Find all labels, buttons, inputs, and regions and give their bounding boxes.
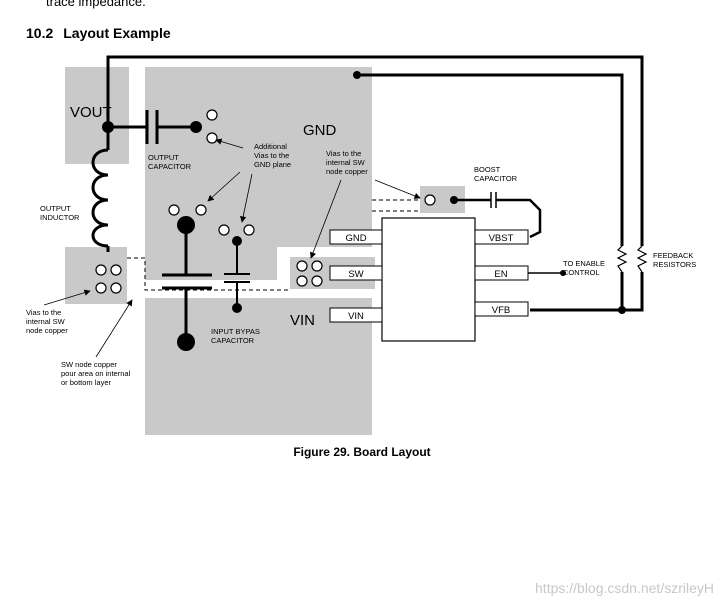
sw-pin-via-4	[311, 275, 323, 287]
output-capacitor-label: OUTPUT CAPACITOR	[148, 153, 192, 171]
boost-trace-2	[496, 198, 542, 239]
boost-capacitor-label: BOOST CAPACITOR	[474, 165, 518, 183]
pin-label-sw: SW	[348, 269, 363, 280]
gnd-via-3	[168, 204, 180, 216]
en-node	[560, 270, 566, 276]
gnd-via-6	[243, 224, 255, 236]
pin-sw	[329, 265, 383, 281]
arrow-additional-vias-1	[215, 138, 244, 149]
gnd-via-5	[218, 224, 230, 236]
vias-internal-sw-top-label: Vias to the internal SW node copper	[326, 149, 368, 176]
output-inductor-coil	[91, 148, 109, 248]
output-cap-gnd-node	[190, 121, 202, 133]
boost-via	[424, 194, 436, 206]
pin-label-vin: VIN	[348, 311, 364, 322]
vin-label: VIN	[290, 312, 315, 329]
sw-node-via-2	[110, 264, 122, 276]
gnd-feedback-trace	[357, 73, 624, 310]
pin-vin	[329, 307, 383, 323]
figure-caption: Figure 29. Board Layout	[293, 445, 431, 459]
vout-label: VOUT	[70, 104, 112, 121]
input-bypass-capacitor-label: INPUT BYPAS CAPACITOR	[211, 327, 262, 345]
feedback-resistor-1	[616, 245, 628, 273]
arrow-sw-node-copper	[95, 299, 133, 358]
pin-label-vfb: VFB	[492, 305, 510, 316]
arrow-vias-internal-sw-left	[43, 289, 91, 306]
feedback-resistor-2	[636, 245, 648, 273]
board-layout-diagram: VOUT GND VIN	[26, 55, 696, 435]
watermark: https://blog.csdn.net/szrileyH	[535, 580, 714, 596]
section-heading: 10.2 Layout Example	[26, 25, 171, 41]
gnd-via-4	[195, 204, 207, 216]
pin-label-en: EN	[494, 269, 507, 280]
section-title: Layout Example	[63, 25, 171, 41]
arrow-additional-vias-3	[240, 173, 253, 223]
sw-node-via-3	[95, 282, 107, 294]
sw-pin-via-1	[296, 260, 308, 272]
sw-node-via-1	[95, 264, 107, 276]
vias-internal-sw-left-label: Vias to the internal SW node copper	[26, 308, 68, 335]
sw-pin-via-3	[296, 275, 308, 287]
intro-text-fragment: trace impedance.	[46, 0, 146, 9]
gnd-trace-node	[353, 71, 361, 79]
vout-feedback-trace	[106, 55, 644, 312]
sw-node-copper-label: SW node copper pour area on internal or …	[61, 360, 132, 387]
sw-pin-via-2	[311, 260, 323, 272]
large-cap-vin-node	[177, 333, 195, 351]
sw-node-dashed-connection	[127, 257, 290, 291]
small-cap-vin-node	[232, 303, 242, 313]
pin-vbst	[474, 229, 529, 245]
gnd-label: GND	[303, 122, 337, 139]
feedback-resistors-label: FEEDBACK RESISTORS	[653, 251, 696, 269]
arrow-boost-via	[374, 179, 421, 199]
gnd-copper-extension	[145, 240, 277, 280]
section-number: 10.2	[26, 25, 54, 41]
arrow-additional-vias-2	[207, 171, 241, 202]
vfb-junction-node	[618, 306, 626, 314]
arrow-vias-internal-sw-top	[310, 179, 342, 259]
output-inductor-label: OUTPUT INDUCTOR	[40, 204, 80, 222]
pin-label-gnd: GND	[345, 233, 366, 244]
pin-vfb	[474, 301, 529, 317]
ic-body	[381, 217, 476, 342]
to-enable-control-label: TO ENABLE CONTROL	[563, 259, 607, 277]
additional-vias-label: Additional Vias to the GND plane	[254, 142, 291, 169]
gnd-via-2	[206, 132, 218, 144]
sw-node-via-4	[110, 282, 122, 294]
pin-label-vbst: VBST	[489, 233, 514, 244]
pin-gnd	[329, 229, 383, 245]
vout-copper-area	[65, 67, 129, 164]
gnd-via-1	[206, 109, 218, 121]
